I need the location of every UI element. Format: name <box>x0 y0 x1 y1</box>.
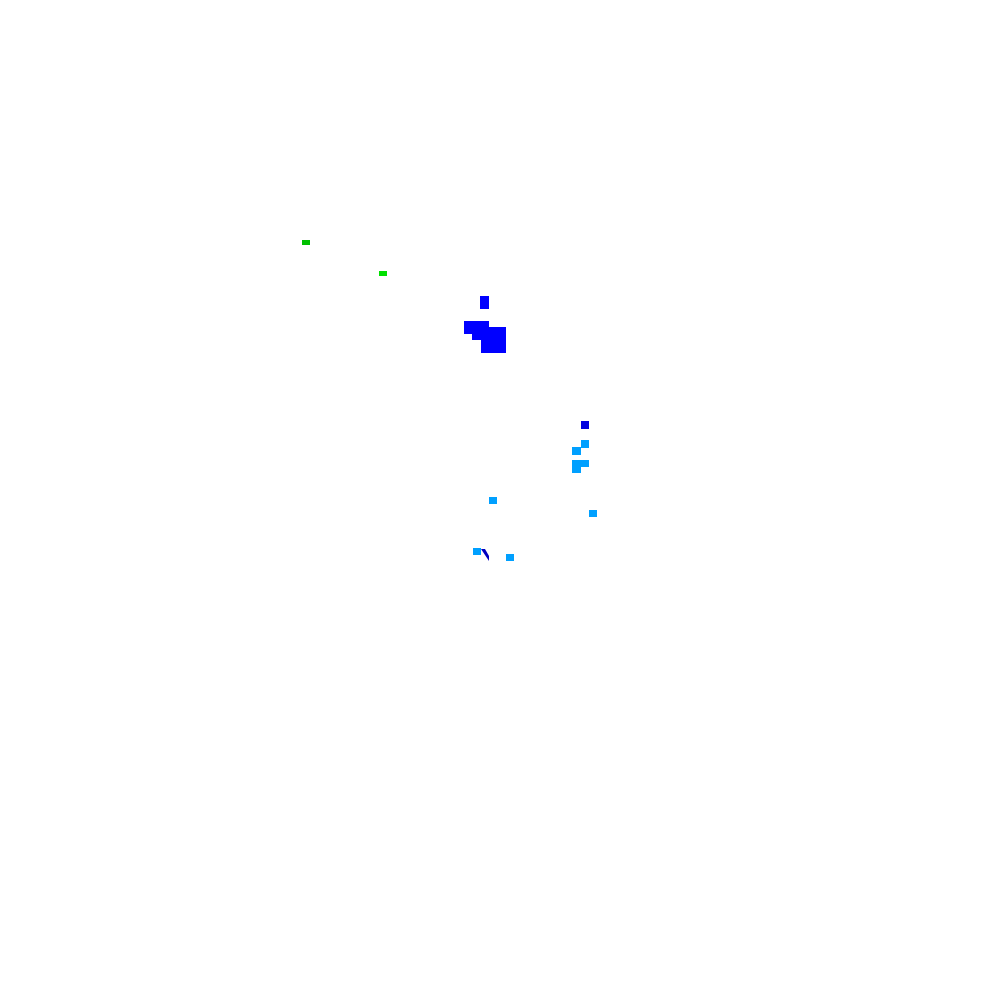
blue-sliver <box>481 549 489 561</box>
blue-patch-3 <box>472 327 506 340</box>
cyan-patch-8 <box>506 554 514 561</box>
blue-patch-1 <box>480 296 489 309</box>
cyan-patch-3 <box>572 460 589 467</box>
blue-patch-5 <box>581 421 589 429</box>
cyan-patch-7 <box>473 548 481 555</box>
cyan-patch-6 <box>589 510 597 517</box>
cyan-patch-1 <box>581 440 589 448</box>
blue-patch-4 <box>481 340 506 353</box>
green-patch-1 <box>302 240 310 245</box>
cyan-patch-5 <box>489 497 497 504</box>
green-patch-2 <box>379 271 387 276</box>
cyan-patch-4 <box>572 466 581 473</box>
cyan-patch-2 <box>572 447 581 455</box>
